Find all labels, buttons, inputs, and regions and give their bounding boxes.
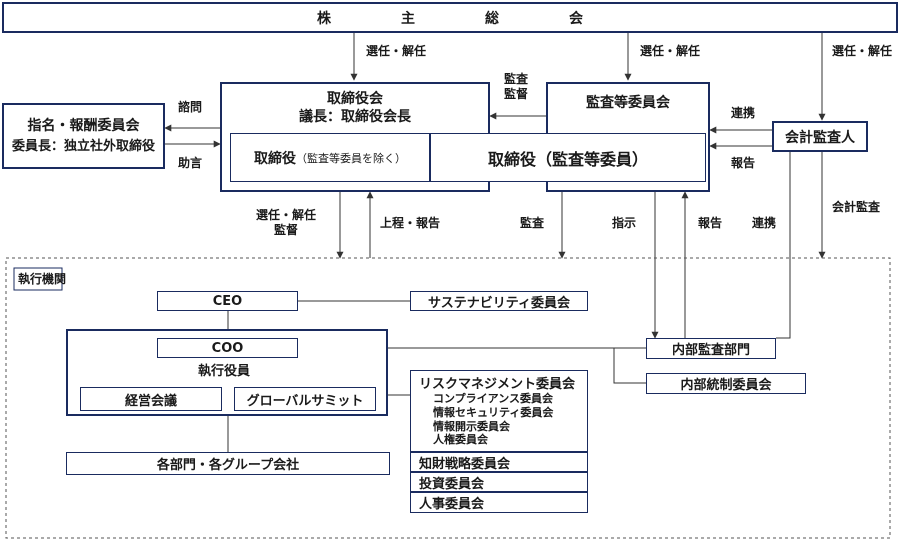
internal-control-committee: 内部統制委員会 xyxy=(646,373,806,394)
sustainability-committee: サステナビリティ委員会 xyxy=(410,291,588,311)
advise-label: 助言 xyxy=(178,156,203,170)
divisions-label: 各部門・各グループ会社 xyxy=(156,458,300,473)
board-elect-supervise-label: 選任・解任 監督 xyxy=(256,208,316,238)
audit-directors-label: 取締役（監査等委員） xyxy=(487,149,648,169)
audit-directors: 取締役（監査等委員） xyxy=(430,133,706,182)
information-disclosure-committee: 情報開示委員会 xyxy=(433,419,510,433)
board-title: 取締役会 xyxy=(327,91,383,107)
internal-audit-department: 内部監査部門 xyxy=(646,338,776,359)
report-label-1: 報告 xyxy=(731,156,756,170)
compliance-committee: コンプライアンス委員会 xyxy=(433,392,554,405)
shareholders-meeting-label: 株 主 総 会 xyxy=(317,10,583,27)
nomination-compensation-committee: 指名・報酬委員会 委員長：独立社外取締役 xyxy=(2,103,165,169)
board-supervise-label: 監督 xyxy=(274,223,299,237)
nomination-title: 指名・報酬委員会 xyxy=(27,117,140,134)
nomination-chair: 委員長：独立社外取締役 xyxy=(11,138,155,154)
executive-officers-label: 執行役員 xyxy=(198,364,251,379)
cooperate-label-1: 連携 xyxy=(731,106,756,120)
investment-label: 投資委員会 xyxy=(419,476,485,492)
elect-label-1: 選任・解任 xyxy=(366,44,427,58)
supervise-label: 監督 xyxy=(504,87,529,101)
submit-report-label: 上程・報告 xyxy=(380,216,441,230)
audit-label: 監査 xyxy=(504,72,529,86)
coo-label: COO xyxy=(211,340,244,356)
risk-management-committee: リスクマネジメント委員会 コンプライアンス委員会 情報セキュリティ委員会 情報開… xyxy=(410,370,588,452)
risk-management-label: リスクマネジメント委員会 xyxy=(419,377,576,392)
executive-directors: 取締役（監査等委員を除く） xyxy=(230,133,430,182)
executive-directors-label: 取締役 xyxy=(254,150,296,167)
accounting-audit-label: 会計監査 xyxy=(832,200,881,214)
hr-label: 人事委員会 xyxy=(419,497,485,512)
instruct-label: 指示 xyxy=(612,216,637,230)
management-meeting: 経営会議 xyxy=(80,387,222,411)
hr-committee: 人事委員会 xyxy=(410,492,588,513)
accounting-auditor: 会計監査人 xyxy=(772,121,868,152)
accounting-auditor-label: 会計監査人 xyxy=(785,129,855,146)
cooperate-label-2: 連携 xyxy=(752,216,777,230)
executive-frame-label: 執行機関 xyxy=(18,272,67,286)
information-security-committee: 情報セキュリティ委員会 xyxy=(433,405,554,419)
divisions-group-companies: 各部門・各グループ会社 xyxy=(66,452,390,475)
audit-arrow-label: 監査 xyxy=(520,216,545,230)
human-rights-committee: 人権委員会 xyxy=(433,433,488,447)
ip-strategy-label: 知財戦略委員会 xyxy=(419,456,511,472)
consult-label: 諮問 xyxy=(178,100,203,114)
internal-audit-label: 内部監査部門 xyxy=(671,343,750,358)
board-chair: 議長：取締役会長 xyxy=(299,109,411,126)
investment-committee: 投資委員会 xyxy=(410,472,588,492)
elect-label-3: 選任・解任 xyxy=(832,44,893,58)
executive-directors-note: （監査等委員を除く） xyxy=(296,151,406,165)
board-elect-label: 選任・解任 xyxy=(256,208,317,222)
elect-label-2: 選任・解任 xyxy=(640,44,701,58)
management-meeting-label: 経営会議 xyxy=(124,393,177,409)
ip-strategy-committee: 知財戦略委員会 xyxy=(410,452,588,472)
internal-control-label: 内部統制委員会 xyxy=(680,378,772,393)
shareholders-meeting: 株 主 総 会 xyxy=(2,2,898,33)
audit-supervise-label: 監査 監督 xyxy=(504,72,528,102)
report-label-2: 報告 xyxy=(698,216,723,230)
global-summit: グローバルサミット xyxy=(234,387,376,411)
audit-committee-label: 監査等委員会 xyxy=(586,95,670,111)
coo-box: COO xyxy=(157,338,298,358)
ceo-box: CEO xyxy=(157,291,298,311)
global-summit-label: グローバルサミット xyxy=(246,393,364,409)
ceo-label: CEO xyxy=(212,293,243,309)
sustainability-label: サステナビリティ委員会 xyxy=(428,295,570,311)
